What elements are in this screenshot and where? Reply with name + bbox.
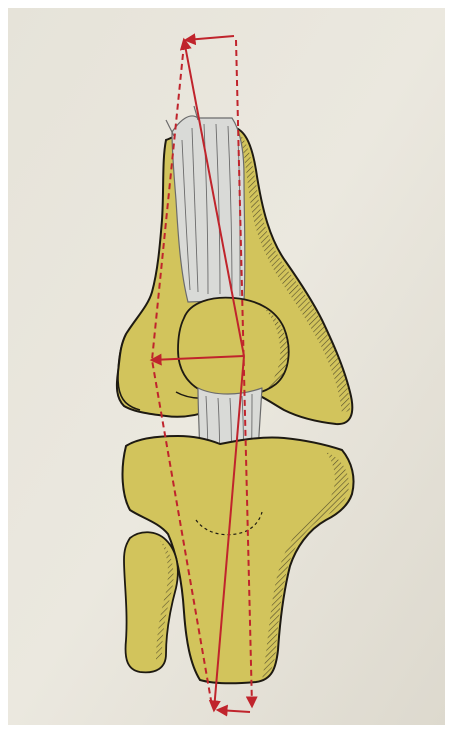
quadriceps-tendon-shape: [172, 116, 245, 302]
patella: [178, 298, 289, 397]
